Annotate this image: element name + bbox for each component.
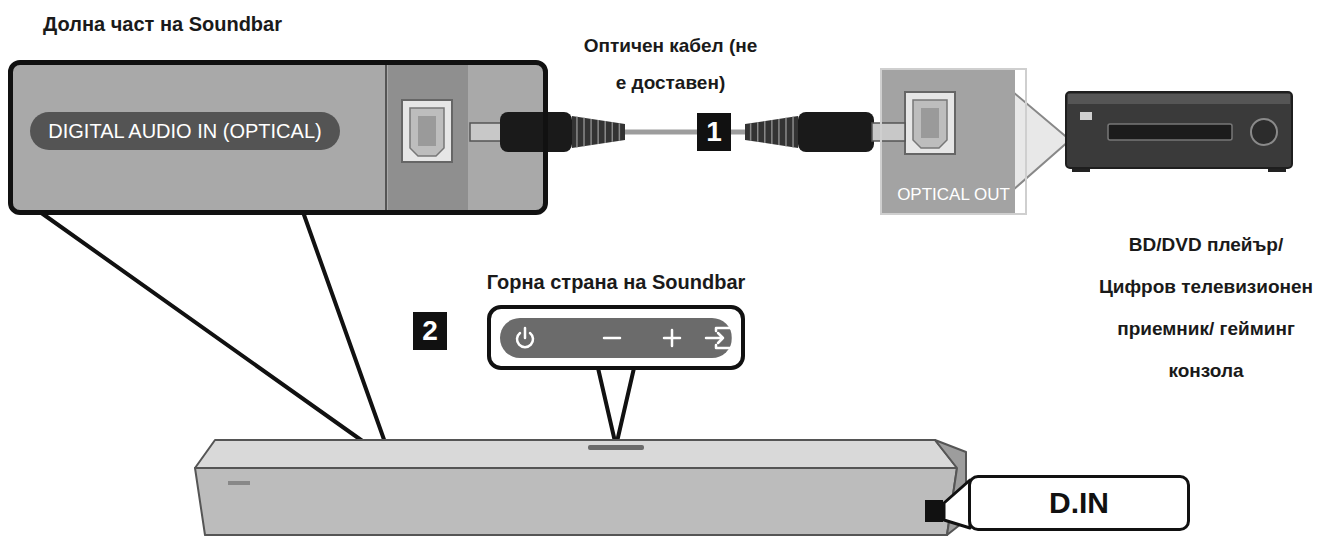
soundbar-logo xyxy=(228,481,250,485)
display-callout: D.IN xyxy=(968,475,1190,531)
device-body xyxy=(1066,92,1292,168)
bottom-panel-callout: Долна част на SoundbarDIGITAL AUDIO IN (… xyxy=(8,60,548,215)
button-panel-callout: Горна страна на Soundbar xyxy=(487,305,745,370)
optical-port-hole xyxy=(921,108,939,138)
callout-number: 2 xyxy=(413,312,447,350)
optical-port-hole xyxy=(418,116,436,146)
divider-line xyxy=(385,65,387,210)
relief-rib xyxy=(590,119,592,145)
callout-tail xyxy=(1013,92,1070,190)
relief-rib xyxy=(750,123,752,141)
optical-port-socket xyxy=(913,100,947,148)
relief-rib xyxy=(764,121,766,143)
soundbar-buttons xyxy=(588,445,644,450)
output-panel: OPTICAL OUT xyxy=(880,68,1027,215)
relief-rib xyxy=(778,119,780,145)
soundbar-front xyxy=(195,468,957,535)
plug-tip xyxy=(872,123,905,141)
device-top-edge xyxy=(1068,94,1290,104)
callout-number: 1 xyxy=(697,113,731,151)
device-knob xyxy=(1251,119,1277,145)
device-label: BD/DVD плейър/ Цифров телевизионен прием… xyxy=(1088,224,1324,392)
relief-rib xyxy=(612,122,614,142)
callout-tail xyxy=(598,368,634,446)
panel-heading: Долна част на Soundbar xyxy=(43,13,282,36)
soundbar-display xyxy=(925,500,943,522)
relief-rib xyxy=(785,118,787,146)
plug-tip xyxy=(470,123,502,141)
relief-rib xyxy=(771,120,773,144)
relief-rib xyxy=(583,118,585,146)
button-panel-ground xyxy=(489,307,743,368)
relief-rib xyxy=(792,117,794,148)
relief-rib xyxy=(576,117,578,148)
relief-rib xyxy=(597,120,599,144)
callout-tail xyxy=(944,480,970,528)
volume-down-icon xyxy=(604,337,620,340)
relief-rib xyxy=(619,123,621,141)
strain-relief xyxy=(572,116,625,148)
node-text: D.IN xyxy=(1049,486,1109,520)
soundbar-top xyxy=(195,440,957,468)
plug-body xyxy=(500,112,572,152)
source-icon xyxy=(706,328,733,348)
panel-heading: Горна страна на Soundbar xyxy=(487,271,746,294)
port-area xyxy=(388,65,468,210)
volume-up-icon xyxy=(664,330,680,346)
relief-rib xyxy=(757,122,759,142)
panel-surface xyxy=(13,65,543,210)
node-text: OPTICAL OUT xyxy=(882,185,1025,205)
cable-label: Оптичен кабел (не е доставен) xyxy=(583,27,758,101)
button-strip xyxy=(500,318,732,358)
callout-tail xyxy=(40,212,392,462)
plug-body xyxy=(798,112,874,152)
optical-port xyxy=(905,92,955,154)
node-text: DIGITAL AUDIO IN (OPTICAL) xyxy=(48,120,321,143)
relief-rib xyxy=(604,121,606,143)
optical-port xyxy=(402,100,452,162)
strain-relief xyxy=(745,116,798,148)
disc-slot xyxy=(1108,124,1232,140)
device-indicator xyxy=(1080,112,1092,120)
power-icon xyxy=(517,328,533,347)
input-label: DIGITAL AUDIO IN (OPTICAL) xyxy=(30,112,340,150)
optical-port-socket xyxy=(410,108,444,156)
